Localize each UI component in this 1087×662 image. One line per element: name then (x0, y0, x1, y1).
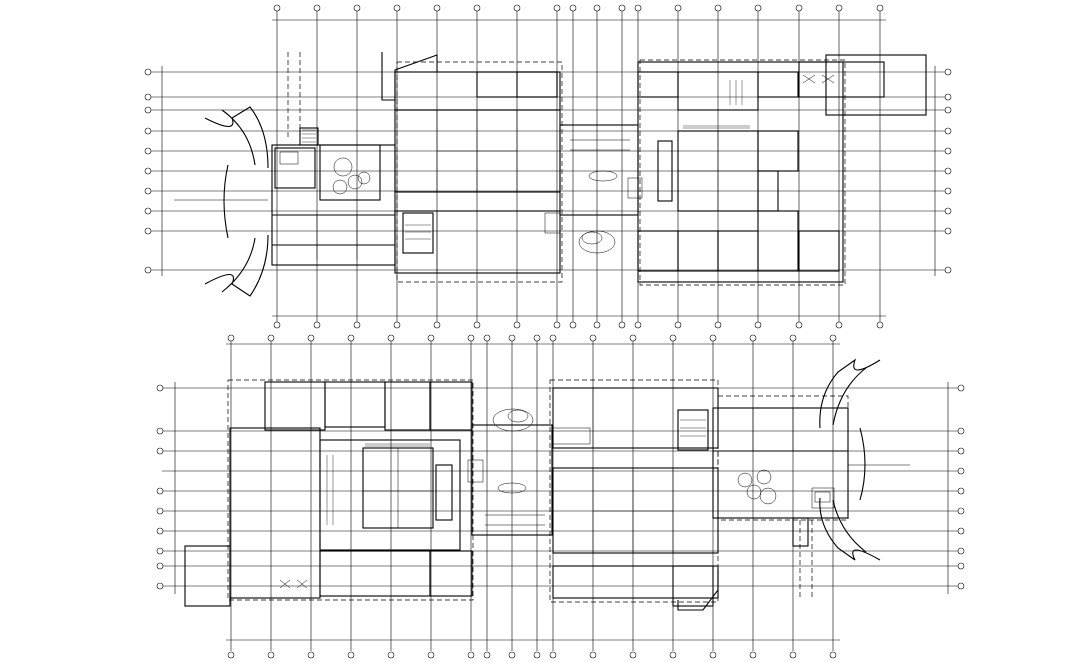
lower-entrance-canopy (819, 358, 910, 561)
upper-plan (144, 4, 952, 329)
upper-entrance-canopy (174, 106, 269, 297)
lower-link-courtyard (467, 408, 591, 536)
lower-right-wing (712, 395, 849, 600)
lower-plan (156, 334, 965, 659)
lower-grid-bubbles (156, 334, 965, 659)
lower-grid-lines (162, 336, 958, 651)
upper-grid-bubbles (144, 4, 952, 329)
upper-left-wing (271, 52, 396, 266)
upper-central-block (381, 52, 563, 283)
lower-left-wing (184, 379, 474, 607)
lower-central-block (549, 379, 719, 611)
upper-right-wing (637, 54, 927, 286)
